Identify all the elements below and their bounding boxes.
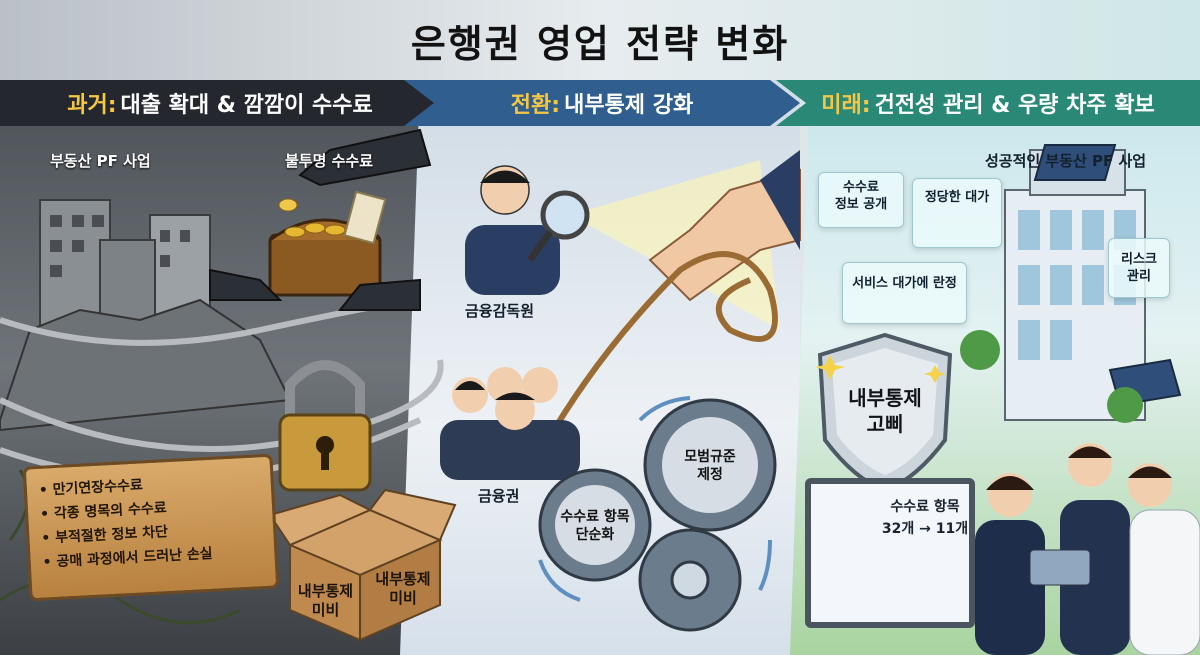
future-highlight: 미래: xyxy=(821,93,871,118)
card-service-price: 서비스 대가에 란정 xyxy=(842,262,967,324)
future-banner-text: 건전성 관리 & 우량 차주 확보 xyxy=(874,93,1155,118)
box-label-line: 미비 xyxy=(311,601,340,619)
card-fee-disclosure: 수수료 정보 공개 xyxy=(818,172,904,228)
transition-banner-text: 내부통제 강화 xyxy=(564,93,694,118)
past-banner: 과거: 대출 확대 & 깜깜이 수수료 xyxy=(0,80,440,126)
business-people-icon xyxy=(975,443,1200,655)
gear-label-line: 단순화 xyxy=(575,527,615,543)
rope-icon xyxy=(542,251,778,447)
gear-face xyxy=(662,417,758,513)
sparkle-icon xyxy=(815,355,946,383)
past-banner-text: 대출 확대 & 깜깜이 수수료 xyxy=(120,93,373,118)
screen-title: 수수료 항목 xyxy=(890,499,960,515)
shield-label-line: 내부통제 xyxy=(848,386,922,410)
ruined-buildings-icon xyxy=(0,199,292,432)
label-fss: 금융감독원 xyxy=(465,302,535,320)
gear-label-simplify: 수수료 항목 단순화 xyxy=(545,508,645,544)
gear-face xyxy=(555,485,635,565)
gear-label-line: 제정 xyxy=(697,467,723,483)
label-opaque-fee: 불투명 수수료 xyxy=(285,152,374,170)
wooden-sign: • 만기연장수수료 • 각종 명목의 수수료 • 부적절한 정보 차단 • 공매… xyxy=(22,453,280,602)
transition-highlight: 전환: xyxy=(510,93,561,118)
future-banner: 미래: 건전성 관리 & 우량 차주 확보 xyxy=(776,80,1200,126)
label-successful-pf: 성공적인 부동산 PF 사업 xyxy=(985,152,1147,170)
cardboard-box-icon xyxy=(268,488,457,642)
shield-label: 내부통제 고삐 xyxy=(835,385,935,437)
hand-icon xyxy=(209,128,432,311)
label-pf-project: 부동산 PF 사업 xyxy=(50,152,151,170)
gear-label-line: 모범규준 xyxy=(684,449,736,465)
dashboard-screen xyxy=(805,478,975,628)
coin-icon xyxy=(278,198,298,212)
treasure-chest-icon xyxy=(268,190,387,297)
box-label-line: 내부통제 xyxy=(297,582,354,600)
box-label-line: 미비 xyxy=(389,589,417,607)
cycle-arrow-icon xyxy=(538,396,772,602)
inspector-person-icon xyxy=(465,165,590,295)
padlock-icon xyxy=(278,360,372,492)
card-risk: 리스크 관리 xyxy=(1108,238,1170,298)
box-label-line: 내부통제 xyxy=(375,570,431,588)
card-line: 정보 공개 xyxy=(834,197,888,212)
card-line: 리스크 xyxy=(1121,252,1157,267)
transition-banner: 전환: 내부통제 강화 xyxy=(404,80,800,126)
tree-icon xyxy=(960,330,1143,423)
bankers-group-icon xyxy=(440,367,580,480)
card-line: 관리 xyxy=(1127,269,1151,284)
label-banks: 금융권 xyxy=(478,487,520,505)
box-label-left: 내부통제 미비 xyxy=(293,582,358,620)
screen-count: 32개 → 11개 xyxy=(881,521,969,537)
card-line: 수수료 xyxy=(843,180,879,195)
card-fair-price: 정당한 대가 xyxy=(912,178,1002,248)
shield-icon xyxy=(817,332,953,493)
page-title: 은행권 영업 전략 변화 xyxy=(0,0,1200,80)
gear-label-line: 수수료 항목 xyxy=(560,509,630,525)
gear-label-standards: 모범규준 제정 xyxy=(660,448,760,484)
box-label-right: 내부통제 미비 xyxy=(368,570,438,608)
shield-label-line: 고삐 xyxy=(866,412,904,436)
past-highlight: 과거: xyxy=(67,93,117,118)
